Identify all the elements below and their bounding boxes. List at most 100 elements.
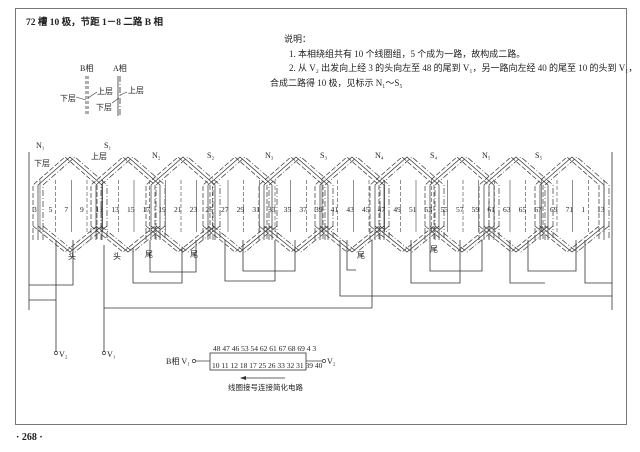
coil-bottom-10-3 [544, 225, 610, 253]
tail-label-3: 尾 [357, 251, 365, 260]
coil-top-5-2 [263, 156, 329, 240]
pole-label-9: N₅ [482, 151, 491, 160]
slot-number: 55 [440, 205, 448, 214]
slot-number: 47 [378, 205, 386, 214]
pole-label-5: N₃ [265, 151, 274, 160]
slot-number: 33 [268, 205, 276, 214]
coil-bottom-8-2 [429, 225, 495, 253]
coil-bottom-4-3 [212, 225, 278, 253]
slot-number: 25 [205, 205, 213, 214]
circuit-phase-label: B相 V₁ [166, 356, 190, 366]
slot-number: 13 [111, 205, 119, 214]
slot-number: 71 [566, 205, 574, 214]
coil-top-10-3 [544, 156, 610, 240]
slot-number: 63 [503, 205, 511, 214]
pole-label-6: S₃ [320, 151, 327, 160]
coil-top-3-1 [145, 156, 211, 240]
pole-label-8: S₄ [430, 151, 437, 160]
slot-number: 17 [143, 205, 151, 214]
slot-number: 3 [33, 205, 37, 214]
terminal-v1: V₁ [107, 350, 116, 359]
coil-bottom-7-2 [374, 225, 440, 253]
coil-top-4-2 [207, 156, 273, 240]
slot-number: 67 [534, 205, 542, 214]
slot-number: 11 [96, 205, 103, 214]
slot-number: 45 [362, 205, 370, 214]
coil-bottom-9-3 [488, 225, 554, 253]
circuit-end-label: V₂ [327, 357, 336, 366]
coil-top-5-1 [258, 156, 324, 240]
slot-number: 23 [190, 205, 198, 214]
slot-number: 37 [299, 205, 307, 214]
coil-bottom-5-3 [268, 225, 334, 253]
slot-number: 39 [315, 205, 323, 214]
pole-label-4: S₂ [207, 151, 214, 160]
tail-label-1: 尾 [145, 250, 153, 259]
coil-bottom-5-2 [263, 225, 329, 253]
page-number: · 268 · [16, 432, 43, 443]
coil-bottom-8-3 [434, 225, 500, 253]
diagram-title: 72 槽 10 极，节距 1－8 二路 B 相 [26, 18, 163, 28]
pole-label-2: S₁ [104, 141, 111, 150]
coil-top-2-3 [100, 156, 166, 240]
coil-top-8-3 [434, 156, 500, 240]
slot-number: 29 [237, 205, 245, 214]
coil-top-5-3 [268, 156, 334, 240]
layer-legend: B相 A相 下层 上层 上层 下层 [60, 63, 144, 116]
coil-top-10-1 [534, 156, 600, 240]
connection-wires [28, 152, 613, 352]
slot-number: 43 [346, 205, 354, 214]
pole-label-7: N₄ [375, 151, 384, 160]
slot-number: 21 [174, 205, 182, 214]
terminal-v2: V₂ [59, 350, 68, 359]
slot-number: 13 [597, 205, 605, 214]
coil-bottom-6-2 [319, 225, 385, 253]
slot-number: 27 [221, 205, 229, 214]
coil-top-9-1 [478, 156, 544, 240]
circuit-bottom-row: 10 11 12 18 17 25 26 33 32 31 39 40 [212, 361, 323, 370]
coil-top-4-3 [212, 156, 278, 240]
circuit-top-row: 48 47 46 53 54 62 61 67 68 69 4 3 [213, 344, 316, 353]
legend-phase-b: B相 [80, 63, 93, 73]
coil-top-6-3 [324, 156, 390, 240]
coil-top-7-2 [374, 156, 440, 240]
head-label-1: 头 [68, 251, 76, 261]
coil-bottom-7-3 [379, 225, 445, 253]
coil-bottom-4-2 [207, 225, 273, 253]
coil-bottom-10-2 [539, 225, 605, 253]
coil-top-3-2 [150, 156, 216, 240]
coil-top-8-1 [424, 156, 490, 240]
coil-top-1-3 [42, 156, 108, 240]
slot-number: 41 [331, 205, 339, 214]
slot-number: 69 [550, 205, 558, 214]
coil-bottom-3-3 [155, 225, 221, 253]
coil-bottom-9-2 [483, 225, 549, 253]
pole-label-10: S₅ [535, 151, 542, 160]
coil-bottom-6-3 [324, 225, 390, 253]
coil-top-7-3 [379, 156, 445, 240]
coil-top-8-2 [429, 156, 495, 240]
circuit-caption: 线圈接号连接简化电路 [228, 382, 303, 392]
legend-upper-a: 上层 [128, 86, 144, 95]
coil-top-4-1 [202, 156, 268, 240]
page-frame [15, 8, 627, 425]
coil-top-1-2 [37, 156, 103, 240]
slot-number: 35 [284, 205, 292, 214]
coil-top-9-3 [488, 156, 554, 240]
coil-top-2-1 [90, 156, 156, 240]
slot-number: 31 [252, 205, 260, 214]
head-label-2: 头 [113, 251, 121, 261]
tail-label-4: 尾 [430, 245, 438, 254]
simplified-circuit: B相 V₁ V₂ 48 47 46 53 54 62 61 67 68 69 4… [166, 344, 336, 392]
coil-top-7-1 [369, 156, 435, 240]
notes-line-1: 1. 本相绕组共有 10 个线圈组，5 个成为一路，故构成二路。 [289, 48, 526, 59]
slot-number: 19 [158, 205, 166, 214]
slot-number: 61 [487, 205, 495, 214]
coil-top-6-1 [314, 156, 380, 240]
slot-number: 7 [64, 205, 68, 214]
slot-number: 53 [425, 205, 433, 214]
coil-top-3-3 [155, 156, 221, 240]
notes-line-3: 合成二路得 10 极，见标示 N₁～S₅ [270, 77, 403, 88]
coil-top-10-2 [539, 156, 605, 240]
